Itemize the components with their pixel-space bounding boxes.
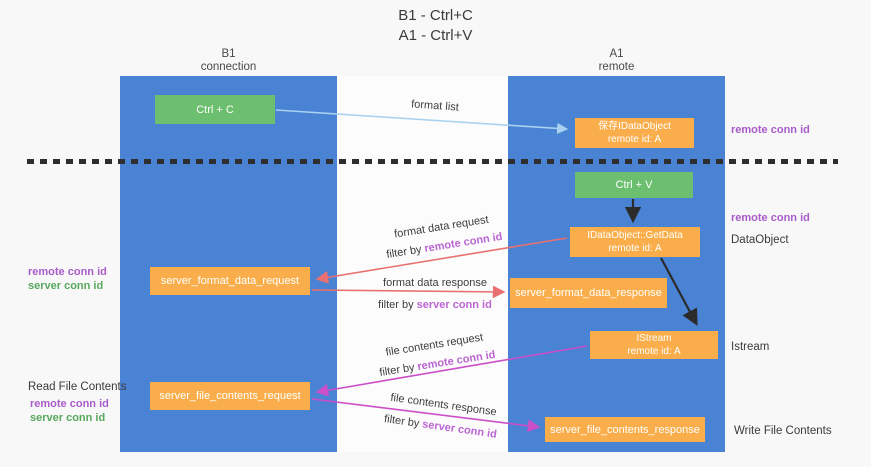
diagram-title-line1: B1 - Ctrl+C <box>398 7 473 24</box>
remote-conn-id-label-bottom-left: remote conn id <box>30 398 109 410</box>
getdata-line1: IDataObject::GetData <box>587 230 683 241</box>
istream-line2: remote id: A <box>627 346 681 357</box>
remote-conn-id-label-mid-right: remote conn id <box>731 212 810 224</box>
server-format-data-response-label: server_format_data_response <box>515 287 662 299</box>
getdata-line2: remote id: A <box>608 243 662 254</box>
server-file-contents-response-label: server_file_contents_response <box>550 423 700 436</box>
diagram-title-line2: A1 - Ctrl+V <box>398 27 473 44</box>
lane-b1-name: B1 <box>221 48 236 60</box>
saved-dataobject-line2: remote id: A <box>607 134 662 145</box>
ctrl-c-box: Ctrl + C <box>155 95 275 124</box>
server-file-contents-request-label: server_file_contents_request <box>159 390 301 402</box>
lane-b1-sub: connection <box>200 61 257 73</box>
format-data-response-text: format data response <box>383 277 487 289</box>
lane-header-a1: A1 remote <box>508 48 725 74</box>
diagram-title: B1 - Ctrl+C A1 - Ctrl+V <box>0 6 871 46</box>
server-file-contents-request-box: server_file_contents_request <box>150 382 310 410</box>
remote-conn-id-label-mid-left: remote conn id <box>28 266 107 278</box>
lane-header-b1: B1 connection <box>120 48 337 74</box>
server-format-data-request-box: server_format_data_request <box>150 267 310 295</box>
server-conn-id-label-bottom-left: server conn id <box>30 412 106 424</box>
dataobject-label: DataObject <box>731 234 789 246</box>
write-file-contents-label: Write File Contents <box>734 425 832 437</box>
read-file-contents-label: Read File Contents <box>28 381 127 393</box>
ctrl-c-label: Ctrl + C <box>196 103 234 116</box>
server-format-data-request-label: server_format_data_request <box>160 275 300 287</box>
ctrl-v-label: Ctrl + V <box>615 179 653 191</box>
server-format-data-response-box: server_format_data_response <box>510 278 667 308</box>
ctrl-v-box: Ctrl + V <box>575 172 693 198</box>
server-file-contents-response-box: server_file_contents_response <box>545 417 705 442</box>
server-conn-id-label-mid-left: server conn id <box>28 280 104 292</box>
remote-conn-id-label-top-right: remote conn id <box>731 124 810 136</box>
saved-dataobject-box: 保存IDataObject remote id: A <box>575 118 694 148</box>
getdata-box: IDataObject::GetData remote id: A <box>570 227 700 257</box>
istream-side-label: Istream <box>731 341 770 353</box>
istream-box: IStream remote id: A <box>590 331 718 359</box>
saved-dataobject-line1: 保存IDataObject <box>598 121 671 132</box>
dashed-separator <box>27 159 838 164</box>
lane-a1-name: A1 <box>609 48 624 60</box>
lane-a1-sub: remote <box>598 61 635 73</box>
istream-line1: IStream <box>636 333 672 344</box>
